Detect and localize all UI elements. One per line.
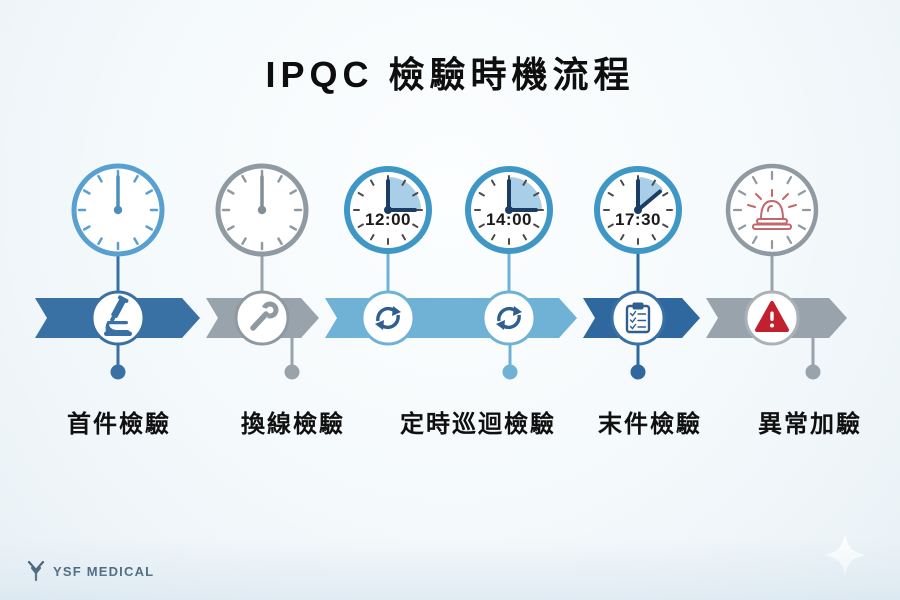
step-label-patrol: 定時巡迴檢驗 xyxy=(400,411,556,438)
chevron-band xyxy=(35,298,847,338)
wrench-icon xyxy=(250,301,279,331)
clock-first-article xyxy=(71,163,165,257)
clock-changeover xyxy=(215,163,309,257)
siren-icon xyxy=(747,189,797,230)
sparkle-icon xyxy=(824,534,866,576)
clock-time-1200: 12:00 xyxy=(365,210,411,229)
connector-stems-bottom xyxy=(110,334,821,380)
clock-time-1400: 14:00 xyxy=(486,210,532,229)
clock-abnormal xyxy=(725,163,819,257)
step-label-first-article: 首件檢驗 xyxy=(67,411,171,438)
warning-icon xyxy=(755,301,789,332)
clipboard-icon xyxy=(625,302,651,334)
step-label-last-article: 末件檢驗 xyxy=(598,411,702,438)
refresh-icon xyxy=(496,306,522,330)
step-label-abnormal: 異常加驗 xyxy=(758,411,862,438)
clock-time-1730: 17:30 xyxy=(615,210,661,229)
connector-stems-top xyxy=(116,251,774,296)
clock-patrol-1200 xyxy=(344,166,432,254)
brand-logo: YSF MEDICAL xyxy=(26,560,154,582)
brand-text: YSF MEDICAL xyxy=(53,563,155,579)
clock-patrol-1400 xyxy=(465,166,553,254)
refresh-icon xyxy=(375,306,401,330)
step-label-changeover: 換線檢驗 xyxy=(241,411,345,438)
ysf-logo-icon xyxy=(27,560,45,582)
page-title: IPQC 檢驗時機流程 xyxy=(265,54,635,95)
microscope-icon xyxy=(104,295,132,336)
clock-last-article-1730 xyxy=(594,166,682,254)
